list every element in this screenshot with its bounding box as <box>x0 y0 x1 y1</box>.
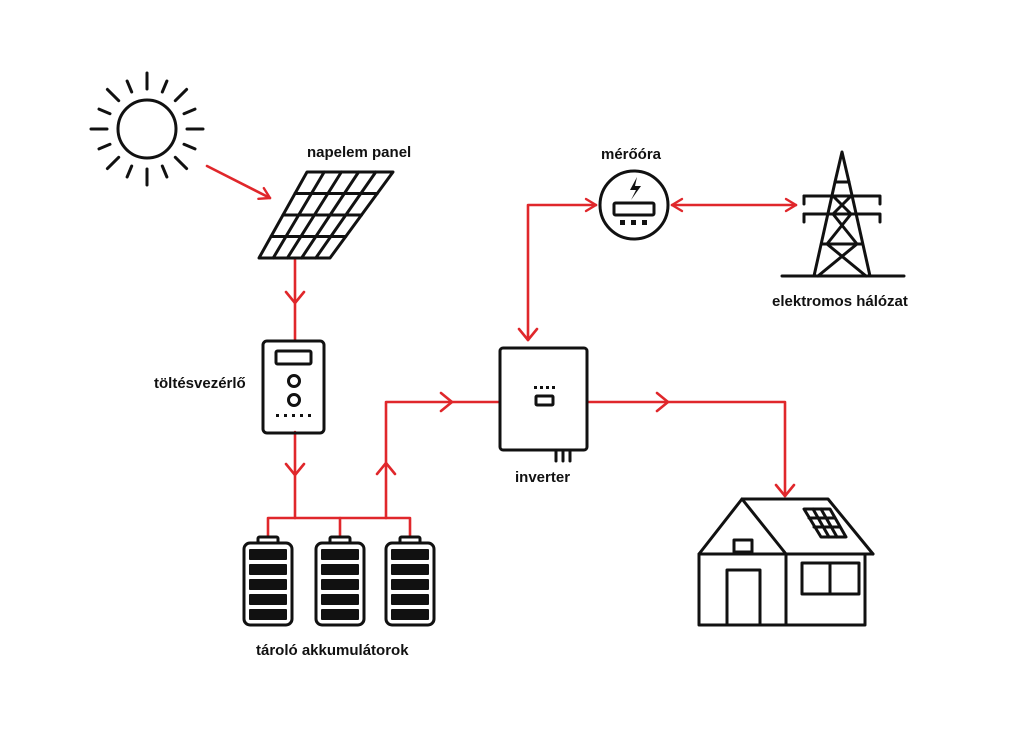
arrow-batteries-up <box>375 461 397 476</box>
arrow-panel-down <box>284 290 306 305</box>
battery-icon <box>242 535 294 627</box>
label-inverter: inverter <box>515 469 570 486</box>
arrow-inverter-right <box>655 391 670 413</box>
batteries-group <box>242 535 436 627</box>
label-solar-panel: napelem panel <box>307 144 411 161</box>
arrow-controller-down <box>284 462 306 477</box>
label-charge-controller: töltésvezérlő <box>154 375 246 392</box>
house-icon <box>697 497 875 627</box>
transmission-tower-icon <box>780 150 906 278</box>
charge-controller-icon <box>261 339 326 435</box>
battery-icon <box>384 535 436 627</box>
sun-icon <box>89 71 205 187</box>
arrow-into-house <box>774 483 796 498</box>
flow-inverter-to-house <box>586 400 787 498</box>
meter-icon <box>598 169 670 241</box>
arrow-into-inverter-top <box>517 327 539 342</box>
solar-panel-icon <box>257 170 395 260</box>
flow-batteries-to-inverter <box>384 400 502 520</box>
roof-solar-panel-icon <box>802 507 848 539</box>
flow-inverter-to-meter <box>526 197 598 342</box>
label-grid: elektromos hálózat <box>772 293 908 310</box>
flow-lines <box>205 164 798 538</box>
flow-sun-to-panel <box>205 164 272 201</box>
inverter-icon <box>498 346 589 463</box>
arrow-into-inverter <box>439 391 454 413</box>
label-batteries: tároló akkumulátorok <box>256 642 409 659</box>
label-meter: mérőóra <box>601 146 662 163</box>
battery-icon <box>314 535 366 627</box>
